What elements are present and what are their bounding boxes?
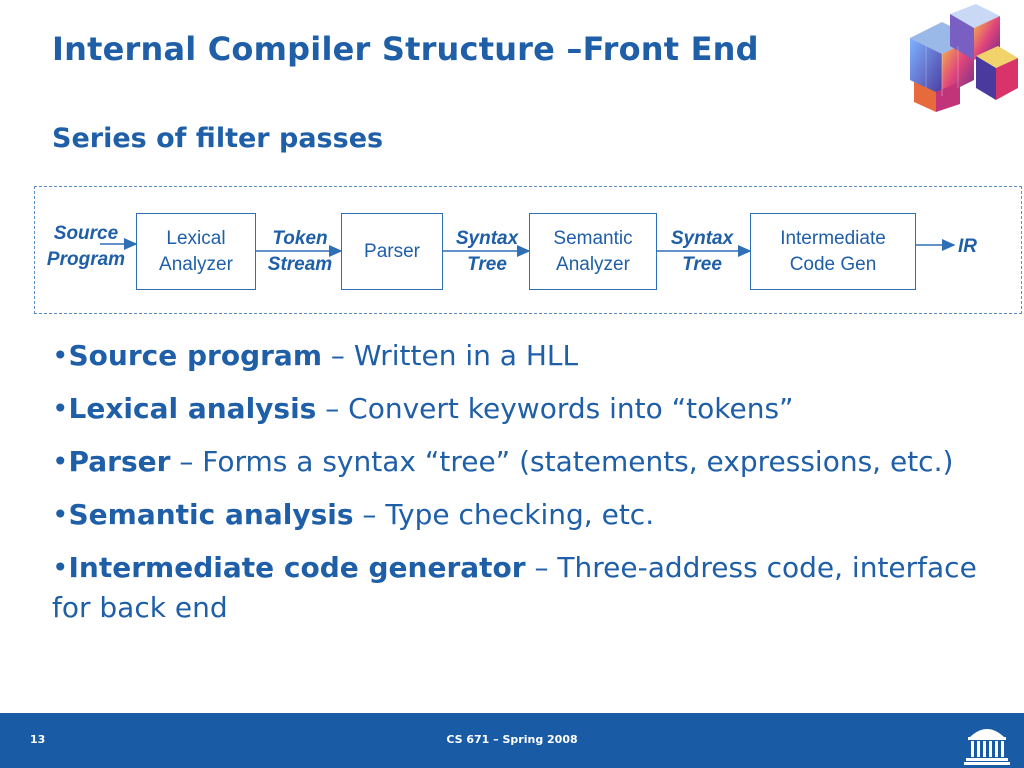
token-stream-label: Token Stream [258, 226, 342, 278]
bullet-text: – Type checking, etc. [353, 498, 655, 531]
syntax-tree-label-1: Syntax Tree [446, 226, 528, 278]
stage-label-line1: Intermediate [780, 227, 886, 249]
syntax-tree-label-2: Syntax Tree [660, 226, 744, 278]
intermediate-code-gen-box: Intermediate Code Gen [750, 213, 916, 290]
flow-label-line2: Tree [467, 254, 507, 275]
rotunda-icon [964, 729, 1010, 765]
bullet-term: Intermediate code generator [68, 551, 526, 584]
bullet-item: •Intermediate code generator – Three-add… [52, 548, 992, 628]
lexical-analyzer-box: Lexical Analyzer [136, 213, 256, 290]
bullet-item: •Lexical analysis – Convert keywords int… [52, 389, 992, 429]
diagram-frame [34, 186, 1022, 314]
bullet-text: – Convert keywords into “tokens” [316, 392, 794, 425]
bullet-marker: • [52, 392, 69, 425]
bullet-text: – Three-address code, interface for back… [52, 551, 977, 624]
source-program-label-line1: Source [53, 223, 119, 244]
colored-cube-logo-icon [910, 4, 1018, 112]
flow-label-line1: Syntax [670, 228, 734, 249]
footer-course: CS 671 – Spring 2008 [446, 733, 578, 746]
bullet-text: – Written in a HLL [322, 339, 579, 372]
stage-label-line1: Semantic [553, 227, 633, 249]
slide-title: Internal Compiler Structure –Front End [52, 30, 759, 68]
stage-label-line2: Code Gen [789, 253, 877, 275]
stage-label-line2: Analyzer [159, 253, 233, 275]
flow-label-line2: Tree [682, 254, 722, 275]
flow-label-line2: Stream [267, 254, 333, 275]
flow-label-line1: Token [272, 228, 328, 249]
bullet-marker: • [52, 445, 69, 478]
bullet-marker: • [52, 551, 69, 584]
semantic-analyzer-box: Semantic Analyzer [529, 213, 657, 290]
bullet-text: – Forms a syntax “tree” (statements, exp… [170, 445, 954, 478]
bullet-item: •Semantic analysis – Type checking, etc. [52, 495, 992, 535]
ir-label: IR [958, 236, 977, 257]
slide-subtitle: Series of filter passes [52, 123, 384, 154]
bullet-term: Lexical analysis [68, 392, 317, 425]
bullet-term: Source program [68, 339, 323, 372]
stage-label-line1: Lexical [166, 227, 226, 249]
bullet-term: Semantic analysis [68, 498, 354, 531]
source-program-label-line2: Program [46, 249, 126, 270]
stage-label-line1: Parser [364, 240, 420, 262]
bullet-list: •Source program – Written in a HLL •Lexi… [52, 336, 992, 641]
page-number: 13 [30, 733, 46, 746]
footer-bar: 13 CS 671 – Spring 2008 [0, 713, 1024, 768]
source-program-label: Source Program [38, 221, 134, 273]
stage-label-line2: Analyzer [556, 253, 630, 275]
parser-box: Parser [341, 213, 443, 290]
bullet-item: •Source program – Written in a HLL [52, 336, 992, 376]
bullet-item: •Parser – Forms a syntax “tree” (stateme… [52, 442, 992, 482]
flow-label-line1: Syntax [455, 228, 519, 249]
bullet-marker: • [52, 339, 69, 372]
bullet-marker: • [52, 498, 69, 531]
bullet-term: Parser [68, 445, 171, 478]
